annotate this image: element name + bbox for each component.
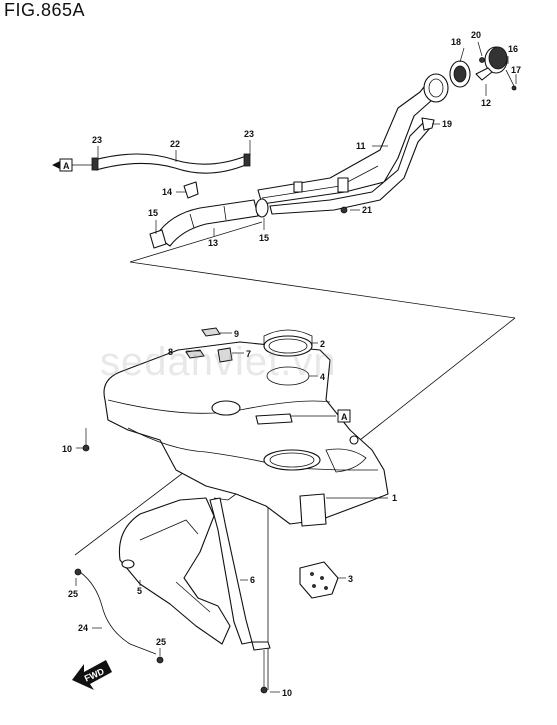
callout-6: 6 xyxy=(250,575,255,585)
callout-18: 18 xyxy=(451,37,461,47)
callout-12: 12 xyxy=(481,98,491,108)
callout-21: 21 xyxy=(362,205,372,215)
callout-19: 19 xyxy=(442,119,452,129)
callout-1: 1 xyxy=(392,493,397,503)
breather-pipe xyxy=(74,568,164,664)
filler-neck xyxy=(257,73,449,215)
leader-lines xyxy=(75,41,517,693)
callout-7: 7 xyxy=(246,349,251,359)
callout-20: 20 xyxy=(471,30,481,40)
callout-15b: 15 xyxy=(259,233,269,243)
fuel-tank xyxy=(103,341,389,527)
callout-11: 11 xyxy=(356,141,366,151)
figure-title: FIG.865A xyxy=(4,0,86,20)
fuel-cap-parts xyxy=(449,46,517,91)
callout-13: 13 xyxy=(208,238,218,248)
callout-23a: 23 xyxy=(92,135,102,145)
callout-4: 4 xyxy=(320,372,325,382)
ref-marker-label: A xyxy=(63,161,70,171)
callout-15a: 15 xyxy=(148,208,158,218)
callout-25a: 25 xyxy=(156,637,166,647)
callouts: 1 2 3 4 5 6 7 8 9 10 10 11 12 13 14 15 1… xyxy=(62,30,521,698)
callout-25b: 25 xyxy=(68,589,78,599)
callout-14: 14 xyxy=(162,187,172,197)
callout-3: 3 xyxy=(348,574,353,584)
callout-8: 8 xyxy=(168,347,173,357)
breather-hose xyxy=(91,153,251,174)
insulator-pads xyxy=(185,327,233,363)
callout-22: 22 xyxy=(170,139,180,149)
forward-arrow: FWD xyxy=(72,660,112,690)
ref-marker-a-tank: A xyxy=(290,409,351,423)
heat-insulator xyxy=(118,497,231,645)
callout-24: 24 xyxy=(78,623,88,633)
callout-23b: 23 xyxy=(244,129,254,139)
callout-10b: 10 xyxy=(282,688,292,698)
ref-marker-a-top: A xyxy=(52,158,92,172)
svg-text:A: A xyxy=(341,412,348,422)
clip-bolt xyxy=(340,117,435,214)
lock-ring-gasket xyxy=(263,329,313,386)
callout-2: 2 xyxy=(320,339,325,349)
protector-bracket xyxy=(299,561,339,599)
callout-5: 5 xyxy=(137,586,142,596)
callout-10a: 10 xyxy=(62,444,72,454)
callout-17: 17 xyxy=(511,65,521,75)
filler-hose xyxy=(149,181,269,249)
tank-band xyxy=(209,497,271,651)
callout-9: 9 xyxy=(234,329,239,339)
callout-16: 16 xyxy=(508,44,518,54)
